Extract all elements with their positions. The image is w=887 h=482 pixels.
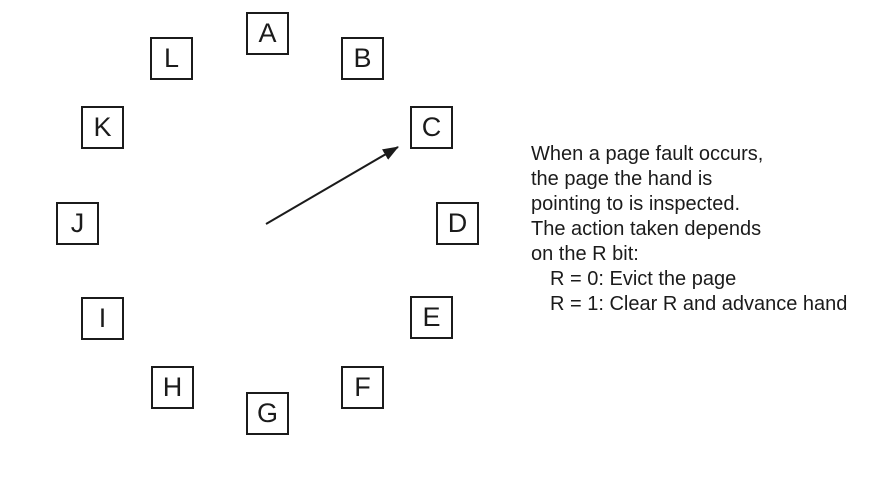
page-frame-g: G	[246, 392, 289, 435]
page-frame-j: J	[56, 202, 99, 245]
page-frame-h: H	[151, 366, 194, 409]
annotation-rule: R = 0: Evict the page	[550, 268, 737, 290]
page-frame-d: D	[436, 202, 479, 245]
annotation-line: pointing to is inspected.	[531, 193, 741, 215]
page-frame-k: K	[81, 106, 124, 149]
page-frame-i: I	[81, 297, 124, 340]
annotation-line: The action taken depends	[531, 218, 762, 240]
annotation-line: When a page fault occurs,	[531, 143, 764, 165]
page-frame-f: F	[341, 366, 384, 409]
page-frame-c: C	[410, 106, 453, 149]
annotation: When a page fault occurs, the page the ha…	[531, 142, 887, 317]
annotation-rule: R = 1: Clear R and advance hand	[550, 293, 848, 315]
page-frame-l: L	[150, 37, 193, 80]
page-frame-a: A	[246, 12, 289, 55]
page-frame-e: E	[410, 296, 453, 339]
annotation-line: on the R bit:	[531, 243, 639, 265]
page-frame-b: B	[341, 37, 384, 80]
annotation-line: the page the hand is	[531, 168, 713, 190]
